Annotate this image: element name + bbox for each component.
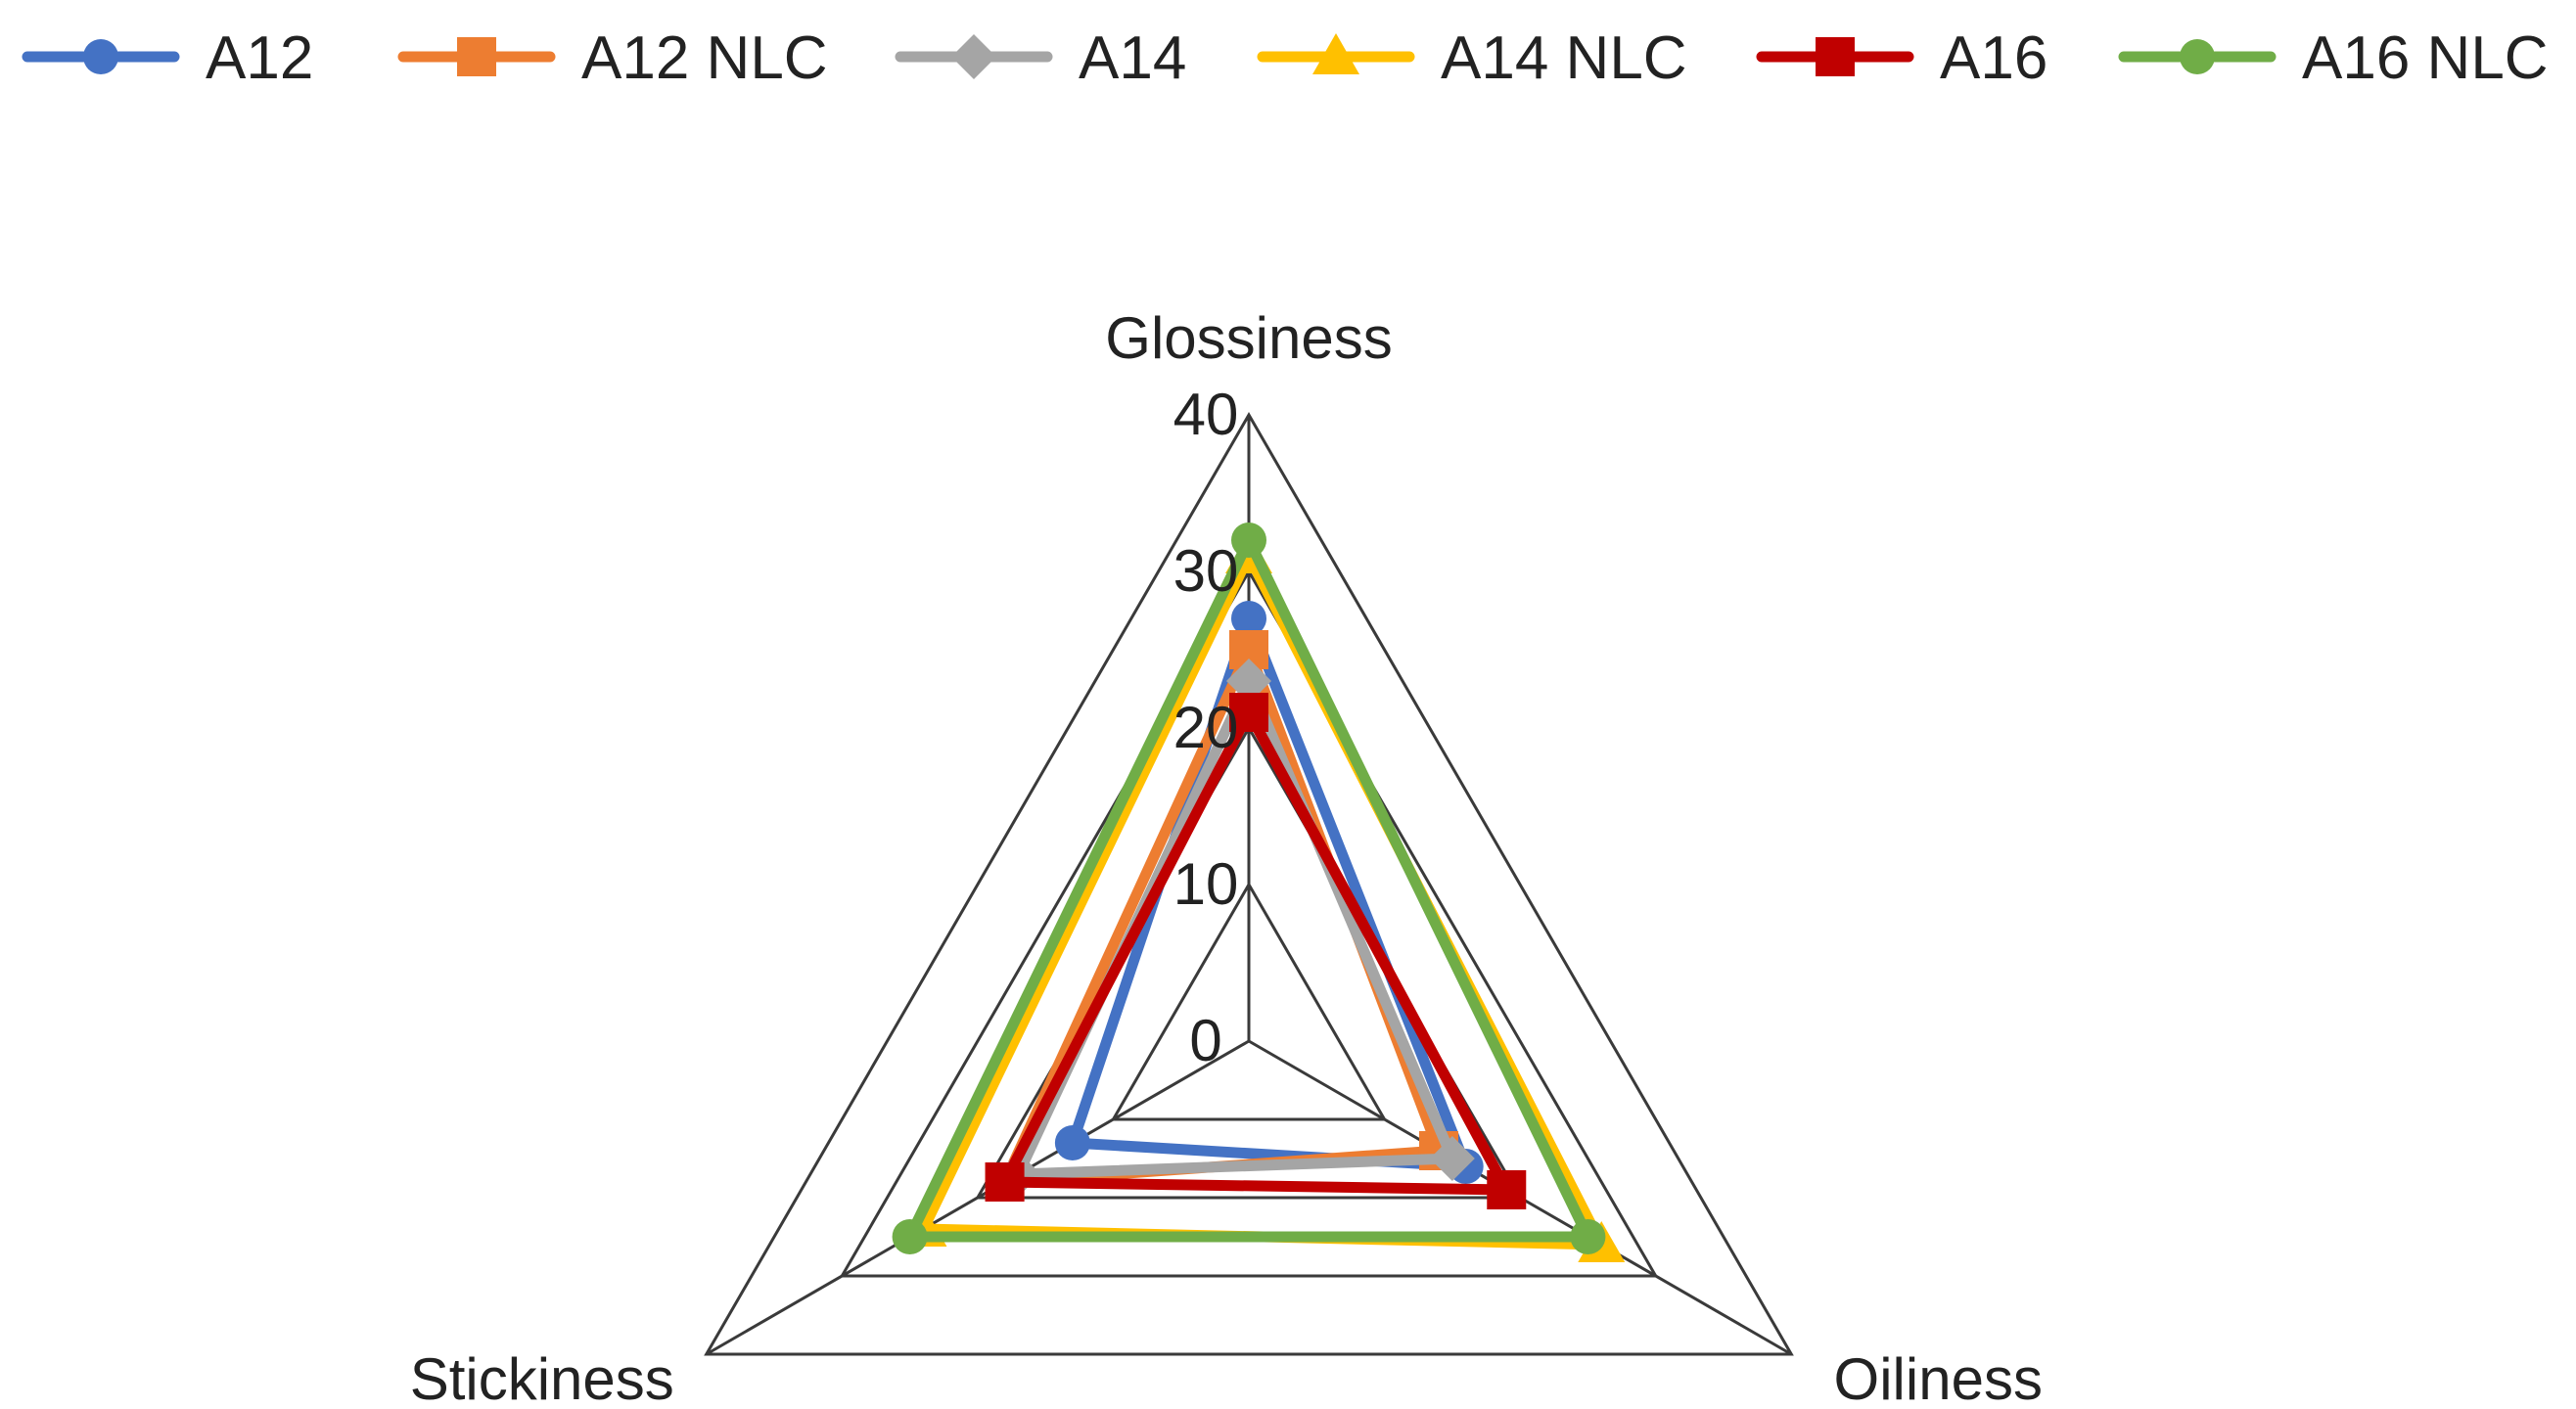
legend: A12 A12 NLC A14 A14 NLC A16 A16 NLC	[22, 24, 2549, 92]
legend-marker-a14	[951, 34, 996, 79]
point-a14-oiliness	[1429, 1136, 1475, 1181]
series-line-a16-nlc	[904, 534, 1593, 1243]
legend-label-a16-nlc: A16 NLC	[2302, 24, 2549, 92]
grid-ring-10	[1110, 882, 1388, 1121]
series-a16	[985, 693, 1527, 1209]
grid-ring-40	[704, 411, 1794, 1356]
axis-label-glossiness: Glossiness	[1105, 305, 1392, 371]
legend-item-a14: A14	[895, 24, 1186, 92]
series-layer	[892, 523, 1626, 1262]
legend-label-a12: A12	[206, 24, 313, 92]
tick-label-40: 40	[1173, 382, 1239, 447]
legend-label-a14: A14	[1079, 24, 1186, 92]
legend-item-a12: A12	[22, 24, 313, 92]
point-a16-stickiness	[985, 1162, 1025, 1202]
legend-marker-a12	[83, 39, 118, 74]
legend-item-a14-nlc: A14 NLC	[1257, 24, 1687, 92]
legend-label-a12-nlc: A12 NLC	[581, 24, 828, 92]
point-a12-stickiness	[1054, 1125, 1090, 1160]
point-a16-glossiness	[1229, 693, 1268, 732]
tick-label-10: 10	[1173, 851, 1239, 917]
legend-item-a12-nlc: A12 NLC	[397, 24, 828, 92]
tick-label-30: 30	[1173, 538, 1239, 604]
axis-label-oiliness: Oiliness	[1834, 1346, 2043, 1409]
point-a16-nlc-glossiness	[1231, 523, 1266, 558]
tick-label-20: 20	[1173, 695, 1239, 760]
grid-ring-30	[839, 568, 1659, 1278]
legend-marker-a12-nlc	[457, 37, 496, 76]
point-a14-glossiness	[1226, 659, 1271, 704]
legend-item-a16-nlc: A16 NLC	[2118, 24, 2549, 92]
tick-label-0: 0	[1189, 1008, 1221, 1073]
legend-label-a16: A16	[1940, 24, 2047, 92]
axis-label-stickiness: Stickiness	[410, 1346, 674, 1409]
legend-marker-a16-nlc	[2180, 39, 2215, 74]
series-line-a16	[999, 706, 1512, 1196]
point-a16-nlc-oiliness	[1570, 1219, 1606, 1254]
point-a12-glossiness	[1231, 601, 1266, 636]
point-a16-nlc-stickiness	[892, 1219, 928, 1254]
axis-spoke-stickiness	[705, 1039, 1250, 1356]
point-a16-oiliness	[1487, 1170, 1527, 1209]
legend-marker-a14-nlc	[1312, 33, 1359, 74]
series-a16-nlc	[892, 523, 1606, 1254]
legend-label-a14-nlc: A14 NLC	[1441, 24, 1687, 92]
legend-marker-a16	[1816, 37, 1855, 76]
legend-item-a16: A16	[1756, 24, 2047, 92]
